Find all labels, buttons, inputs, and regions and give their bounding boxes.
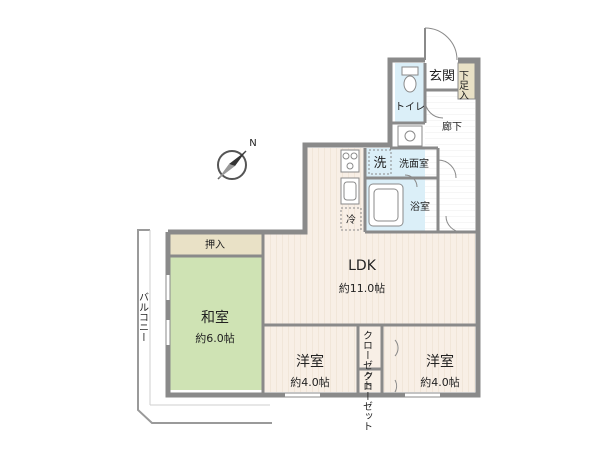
compass-north-label: N: [249, 138, 256, 149]
washer-space: [368, 149, 392, 175]
stove-icon: [340, 149, 360, 173]
bathtub-icon: [368, 183, 404, 227]
compass-icon: [217, 150, 247, 180]
ldk-floor: [263, 232, 475, 325]
senmenshitsu-name: 洗面室: [399, 157, 429, 170]
youshitsu-left-floor: [263, 325, 358, 392]
toilet-name: トイレ: [395, 102, 425, 113]
washer-label: 洗: [373, 156, 386, 171]
basin-icon: [397, 125, 423, 147]
youshitsu-right-floor: [382, 325, 475, 392]
interior-doors: [394, 99, 463, 393]
youshitsu-left-size: 約4.0帖: [290, 375, 330, 389]
getabako-label: 下足入: [457, 70, 469, 100]
hall-floor: [425, 90, 475, 232]
youshitsu-right-size: 約4.0帖: [420, 375, 460, 389]
washitsu-floor: [168, 256, 263, 390]
washitsu-name: 和室: [201, 309, 229, 326]
ldk-size: 約11.0帖: [339, 281, 386, 295]
entrance-door: [424, 27, 458, 61]
closet-top-floor: [358, 325, 382, 369]
fridge-label: 冷: [346, 213, 356, 226]
rouka-name: 廊下: [442, 120, 462, 133]
yokushitsu-name: 浴室: [410, 200, 430, 213]
windows: [166, 275, 440, 397]
closet-bottom-floor: [358, 369, 382, 392]
ldk-name: LDK: [348, 258, 377, 274]
toilet-icon: [401, 66, 419, 93]
window-marks: [165, 275, 440, 398]
balcony-label: バルコニー: [137, 292, 149, 342]
oshiire-floor: [168, 232, 263, 256]
closet-top-name: クローゼット: [361, 330, 373, 390]
fridge-space: [340, 207, 362, 231]
genkan-floor: [425, 63, 457, 90]
sink-icon: [340, 177, 360, 205]
youshitsu-right-name: 洋室: [426, 353, 454, 370]
washitsu-size: 約6.0帖: [195, 331, 235, 345]
oshiire-name: 押入: [205, 238, 225, 251]
balcony: [137, 229, 272, 424]
closet-bottom-name: クローゼット: [361, 371, 373, 431]
youshitsu-left-name: 洋室: [296, 353, 324, 370]
genkan-name: 玄関: [429, 69, 455, 84]
getabako: [457, 62, 476, 100]
